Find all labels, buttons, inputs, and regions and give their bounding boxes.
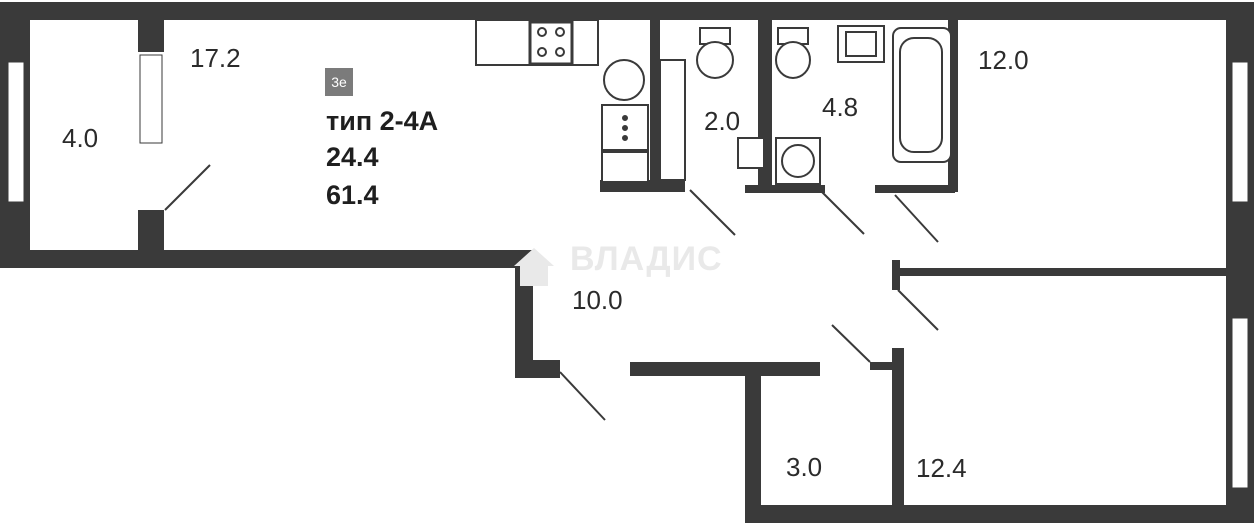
stove bbox=[528, 20, 574, 66]
room-area-balcony: 4.0 bbox=[62, 123, 99, 153]
apartment-type: тип 2-4А bbox=[326, 106, 439, 136]
room-area-bedroom-2: 12.4 bbox=[916, 453, 967, 483]
room-area-hall: 10.0 bbox=[572, 285, 623, 315]
floor-badge: 3e bbox=[325, 68, 353, 96]
total-area: 61.4 bbox=[326, 180, 379, 210]
room-area-storage: 3.0 bbox=[786, 452, 823, 482]
house-logo-icon bbox=[514, 248, 554, 286]
wc-toilet bbox=[696, 41, 734, 79]
room-area-kitchen-living: 17.2 bbox=[190, 43, 241, 73]
room-area-wc: 2.0 bbox=[704, 106, 741, 136]
windows bbox=[7, 54, 1249, 489]
sink-round bbox=[603, 59, 645, 101]
doors bbox=[164, 164, 939, 421]
living-area: 24.4 bbox=[326, 142, 379, 172]
watermark: ВЛАДИС bbox=[570, 240, 723, 278]
fixtures bbox=[475, 19, 952, 185]
wc-sink bbox=[737, 137, 765, 169]
room-area-bedroom-1: 12.0 bbox=[978, 45, 1029, 75]
room-area-bathroom: 4.8 bbox=[822, 92, 859, 122]
bath-toilet bbox=[775, 41, 811, 79]
